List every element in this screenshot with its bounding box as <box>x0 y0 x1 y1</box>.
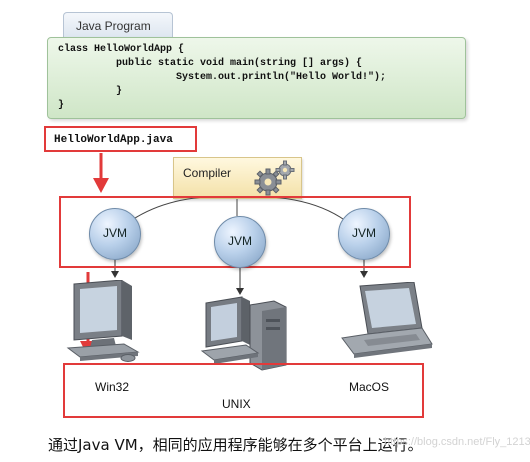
watermark: https://blog.csdn.net/Fly_1213 <box>384 436 530 448</box>
compiler-label: Compiler <box>183 166 232 180</box>
code-line: System.out.println("Hello World!"); <box>176 72 387 83</box>
server-tower-icon <box>200 296 287 371</box>
java-program-tab: Java Program <box>63 12 173 38</box>
compiler-box: Compiler <box>173 157 302 199</box>
platform-label-macos: MacOS <box>349 380 390 394</box>
platform-label-win32: Win32 <box>95 380 130 394</box>
pc-monitor-icon <box>66 280 140 362</box>
code-line: class HelloWorldApp { <box>58 44 185 55</box>
os-highlight-frame <box>63 363 424 418</box>
jvm-node-unix: JVM <box>214 216 266 268</box>
caption: 通过Java VM，相同的应用程序能够在多个平台上运行。 <box>48 436 423 454</box>
gears-icon <box>254 160 295 196</box>
laptop-icon <box>341 282 433 358</box>
code-block: class HelloWorldApp { public static void… <box>47 37 466 119</box>
jvm-label: JVM <box>103 226 127 240</box>
jvm-node-win32: JVM <box>89 208 141 260</box>
jvm-label: JVM <box>352 226 376 240</box>
platform-label-unix: UNIX <box>222 397 251 411</box>
code-line: } <box>58 100 65 111</box>
jvm-node-macos: JVM <box>338 208 390 260</box>
jvm-label: JVM <box>228 234 252 248</box>
code-line: public static void main(string [] args) … <box>116 58 363 69</box>
source-file-highlight: HelloWorldApp.java <box>44 126 197 152</box>
source-file-name: HelloWorldApp.java <box>54 134 173 146</box>
code-line: } <box>116 86 123 97</box>
